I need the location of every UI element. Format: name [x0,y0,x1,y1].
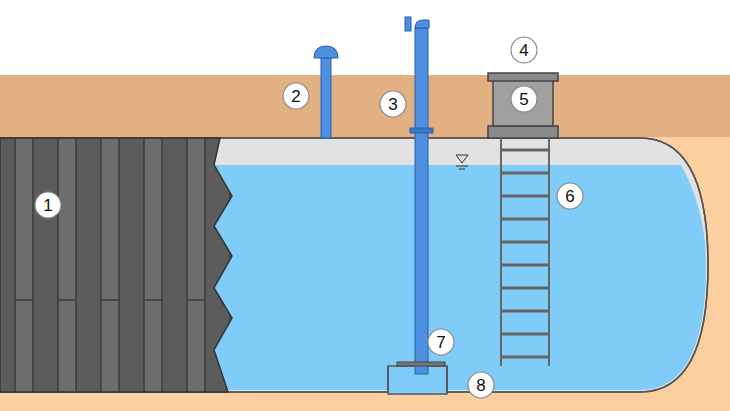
ladder-rung [502,264,548,267]
callout-circle [557,183,583,209]
ladder-rung [502,241,548,244]
ladder-rung [502,195,548,198]
callout-circle [511,37,537,63]
callout-number: 2 [283,83,309,109]
callout-number: 4 [511,37,537,63]
callout-circle [468,372,494,398]
callout-number: 1 [35,192,61,218]
callout-number: 8 [468,372,494,398]
callout-number: 7 [428,329,454,355]
ladder-rung [502,149,548,152]
callout-circle [380,91,406,117]
callout-circle [428,329,454,355]
ladder-rung [502,172,548,175]
callout-circle [35,192,61,218]
ladder-rung [502,218,548,221]
ladder-rung [502,333,548,336]
ladder-rung [502,310,548,313]
callout-circle [511,86,537,112]
ladder-rung [502,356,548,359]
callout-number: 3 [380,91,406,117]
callout-circle [283,83,309,109]
ladder-rung [502,287,548,290]
callout-number: 5 [511,86,537,112]
callout-number: 6 [557,183,583,209]
